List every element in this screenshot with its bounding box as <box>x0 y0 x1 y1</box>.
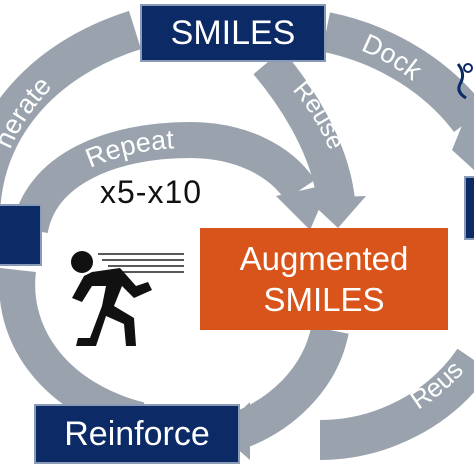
reuse-bottom-arc <box>319 348 474 460</box>
augmented-to-reinforce-arc <box>232 325 349 448</box>
reuse-arc <box>253 49 355 203</box>
reinforce-box: Reinforce <box>34 404 240 464</box>
smiles-box: SMILES <box>140 4 326 62</box>
repeat-ring-top <box>12 121 315 235</box>
smiles-box-label: SMILES <box>170 13 296 52</box>
arrowhead-repeat <box>276 184 330 230</box>
outer-arc-top-left <box>0 10 142 221</box>
augmented-line1: Augmented <box>239 240 409 277</box>
augmented-smiles-box: Augmented SMILES <box>200 228 448 330</box>
outer-arc-top-right <box>321 12 474 133</box>
label-repeat: Repeat <box>81 124 175 173</box>
reinforce-box-label: Reinforce <box>64 414 210 453</box>
dock-box-partial <box>464 176 474 240</box>
repeat-count-label: x5-x10 <box>100 174 203 210</box>
arrowhead-dock <box>452 96 474 170</box>
generate-box-partial <box>0 204 42 266</box>
augmented-line2: SMILES <box>263 281 385 318</box>
running-person-icon <box>62 246 188 359</box>
dock-icon <box>452 54 474 109</box>
